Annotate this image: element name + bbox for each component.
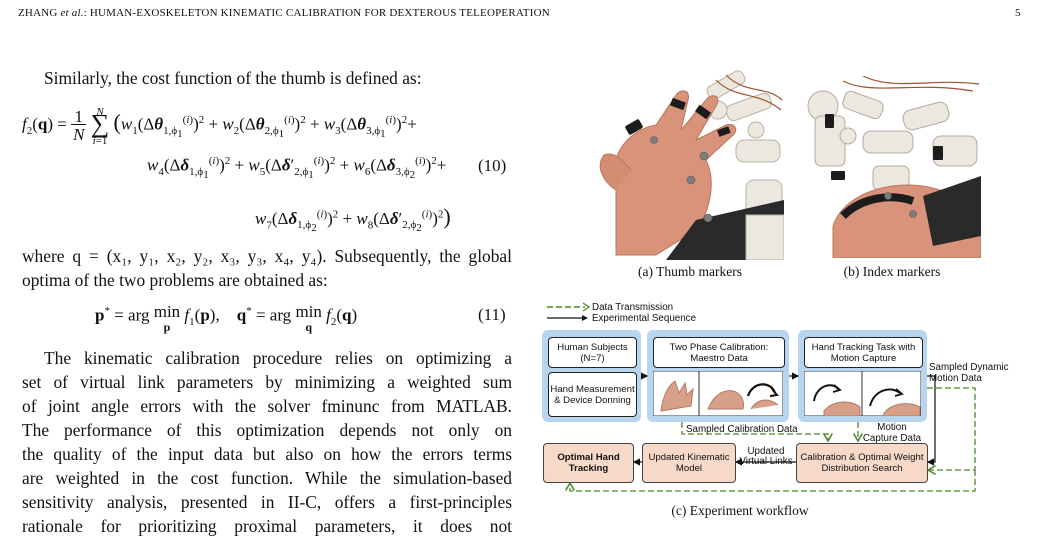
box-hand-measurement: Hand Measurement & Device Donning [548,372,637,417]
thumb-markers-photo [596,70,784,260]
caption-b: (b) Index markers [843,264,941,279]
running-title-etal: et al. [60,7,84,19]
legend-data-transmission: Data Transmission [592,302,674,313]
legend-experimental-sequence: Experimental Sequence [592,313,697,324]
box-optimal-hand-tracking: Optimal Hand Tracking [543,443,634,483]
where-line-2: optima of the two problems are obtained … [22,270,328,290]
label-sampled-calibration-data: Sampled Calibration Data [686,424,798,435]
tracking-hand-images [804,371,921,416]
equation-10-line3: w7(Δδ1,ϕ2(i))2 + w8(Δδ′2,ϕ2(i))2) [255,204,451,235]
box-human-subjects: Human Subjects (N=7) [548,337,637,368]
para-line-3: of joint angle errors with the solver fm… [22,396,512,416]
label-sampled-dynamic-motion: Sampled Dynamic Motion Data [929,362,1009,384]
para-line-5: the quality of the input data but also o… [22,444,512,464]
para-line-2: set of virtual link parameters by minimi… [22,372,512,392]
page-number: 5 [1015,7,1021,19]
para-line-8: rationale for prioritizing proximal para… [22,516,512,536]
running-title-prefix: ZHANG [18,7,58,19]
where-line-1: where q = (x₁, y₁, x₂, y₂, x₃, y₃, x₄, y… [22,246,512,266]
box-two-phase-calibration: Two Phase Calibration: Maestro Data [653,337,785,368]
para-line-7: sensitivity analysis, presented in II-C,… [22,492,512,512]
label-motion-capture-data: Motion Capture Data [862,422,922,444]
running-header: ZHANG et al.: HUMAN-EXOSKELETON KINEMATI… [18,7,550,19]
box-hand-tracking: Hand Tracking Task with Motion Capture [804,337,923,368]
equation-10-line2: w4(Δδ1,ϕ1(i))2 + w5(Δδ′2,ϕ1(i))2 + w6(Δδ… [147,155,447,182]
calibration-hand-images [653,371,783,416]
para-line-1: The kinematic calibration procedure reli… [44,348,512,368]
caption-c: (c) Experiment workflow [671,503,809,518]
box-calibration-weight-search: Calibration & Optimal Weight Distributio… [796,443,928,483]
equation-11-number: (11) [478,305,506,324]
caption-a: (a) Thumb markers [638,264,742,279]
workflow-connectors [530,372,976,492]
para-line-4: The performance of this optimization dep… [22,420,512,440]
legend-lines [547,302,591,321]
running-title-rest: : HUMAN-EXOSKELETON KINEMATIC CALIBRATIO… [83,7,550,19]
para-line-6: are weighted in the cost function. While… [22,468,512,488]
intro-line: Similarly, the cost function of the thum… [44,68,422,88]
box-updated-kinematic-model: Updated Kinematic Model [642,443,736,483]
index-markers-photo [803,76,981,258]
equation-10-number: (10) [478,156,507,175]
